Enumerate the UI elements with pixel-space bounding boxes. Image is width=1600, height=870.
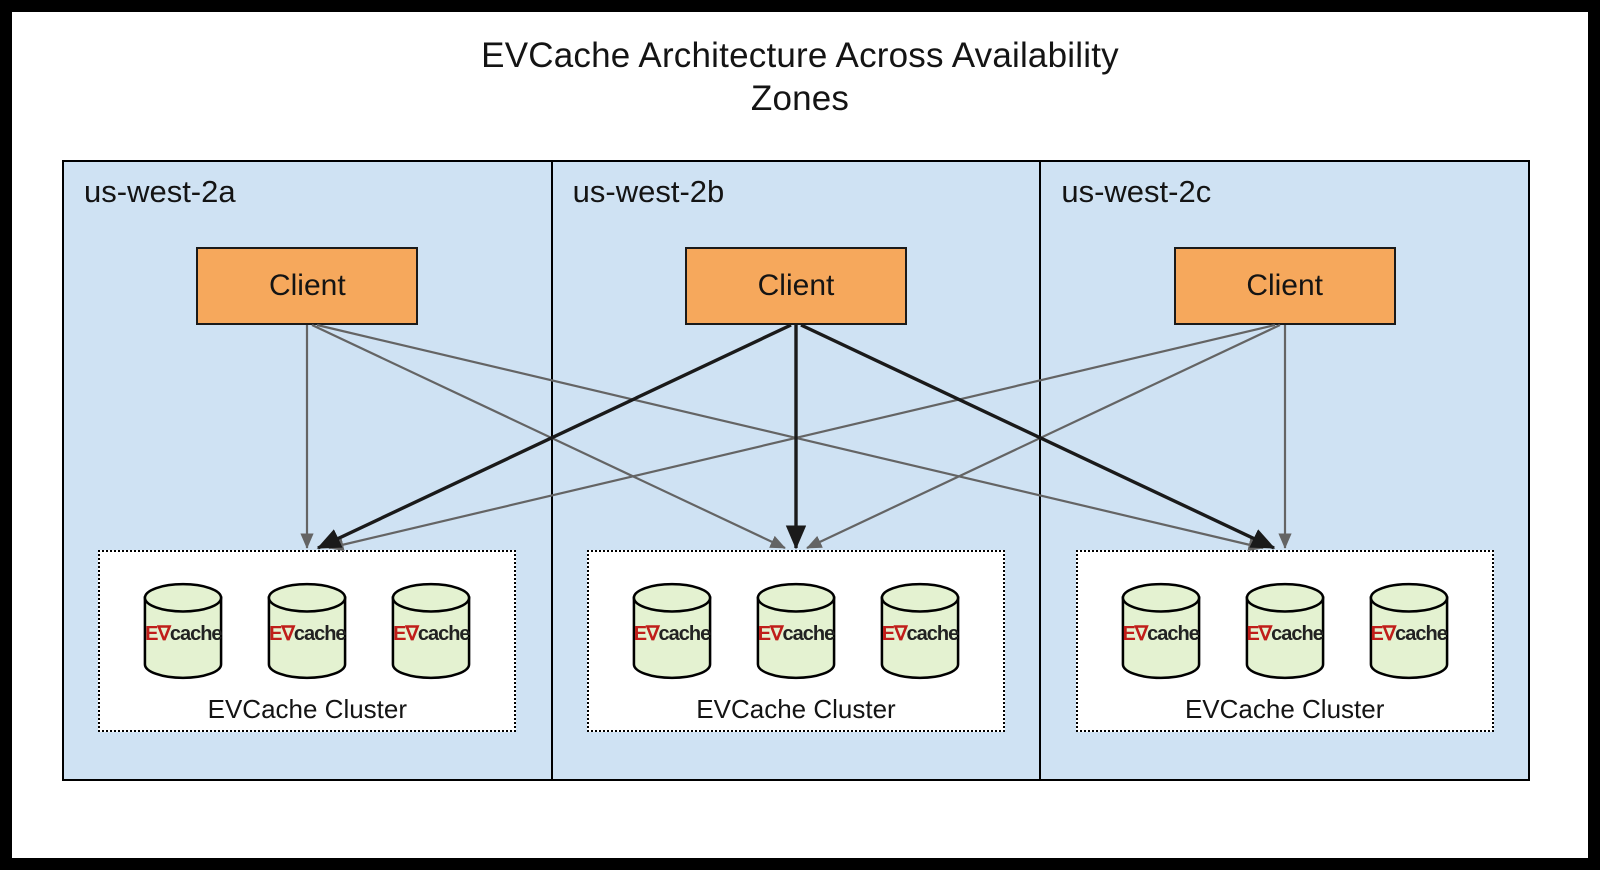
zone-label: us-west-2b [572,174,725,209]
evcache-logo-ev: E∇ [1122,623,1148,645]
zone-us-west-2a: us-west-2a Client E∇cache [64,162,551,779]
node-row: E∇cache E∇cache E∇ca [1078,552,1492,682]
database-cylinder-icon [143,582,223,680]
database-cylinder-icon [756,582,836,680]
zone-label: us-west-2c [1061,174,1212,209]
client-label: Client [268,269,346,302]
evcache-logo: E∇cache [631,621,713,646]
client-box: Client [685,247,907,325]
database-cylinder-icon [267,582,347,680]
evcache-node: E∇cache [755,580,837,682]
node-row: E∇cache E∇cache E∇ca [589,552,1003,682]
evcache-logo: E∇cache [390,621,472,646]
client-label: Client [757,269,835,302]
evcache-logo-ev: E∇ [269,623,295,645]
evcache-logo-ev: E∇ [1370,623,1396,645]
evcache-node: E∇cache [879,580,961,682]
evcache-logo: E∇cache [879,621,961,646]
evcache-logo-ev: E∇ [145,623,171,645]
evcache-node: E∇cache [390,580,472,682]
zone-label: us-west-2a [84,174,236,209]
evcache-logo: E∇cache [1368,621,1450,646]
cluster-label: EVCache Cluster [1184,694,1385,724]
evcache-logo-ev: E∇ [393,623,419,645]
database-cylinder-icon [1245,582,1325,680]
evcache-logo-ev: E∇ [633,623,660,645]
evcache-logo-cache: cache [169,623,223,645]
title-line-2: Zones [750,79,850,119]
evcache-logo-cache: cache [417,623,471,645]
evcache-logo-ev: E∇ [1246,623,1272,645]
evcache-node: E∇cache [631,580,713,682]
evcache-node: E∇cache [1120,580,1202,682]
evcache-logo: E∇cache [1120,621,1202,646]
evcache-logo: E∇cache [142,621,224,646]
evcache-logo-cache: cache [906,623,960,645]
cluster-label: EVCache Cluster [207,694,408,724]
database-cylinder-icon [1369,582,1449,680]
client-box: Client [1173,247,1396,325]
database-cylinder-icon [880,582,960,680]
evcache-logo-cache: cache [1271,623,1324,645]
client-label: Client [1246,269,1324,302]
evcache-node: E∇cache [1244,580,1326,682]
client-box: Client [196,247,419,325]
zone-us-west-2b: us-west-2b Client E∇cache [550,162,1040,779]
database-cylinder-icon [1121,582,1201,680]
evcache-logo-ev: E∇ [757,623,784,645]
evcache-logo: E∇cache [755,621,837,646]
evcache-logo: E∇cache [1244,621,1326,646]
evcache-node: E∇cache [142,580,224,682]
database-cylinder-icon [632,582,712,680]
evcache-cluster-box: E∇cache E∇cache E∇ca [1075,550,1494,732]
cluster-label: EVCache Cluster [696,694,896,724]
evcache-logo-cache: cache [1395,623,1448,645]
evcache-logo-cache: cache [782,623,836,645]
evcache-logo: E∇cache [266,621,348,646]
evcache-logo-cache: cache [658,623,712,645]
evcache-node: E∇cache [1368,580,1450,682]
diagram-title: EVCache Architecture Across Availability… [12,34,1588,121]
canvas: EVCache Architecture Across Availability… [12,12,1588,858]
evcache-logo-cache: cache [293,623,347,645]
availability-zones-row: us-west-2a Client E∇cache [62,160,1530,781]
evcache-logo-ev: E∇ [881,623,908,645]
evcache-logo-cache: cache [1147,623,1200,645]
zone-us-west-2c: us-west-2c Client E∇cache [1039,162,1529,779]
evcache-cluster-box: E∇cache E∇cache E∇ca [587,550,1005,732]
evcache-node: E∇cache [266,580,348,682]
title-line-1: EVCache Architecture Across Availability [481,36,1119,75]
evcache-cluster-box: E∇cache E∇cache E∇ca [98,550,517,732]
database-cylinder-icon [391,582,471,680]
node-row: E∇cache E∇cache E∇ca [100,552,514,682]
